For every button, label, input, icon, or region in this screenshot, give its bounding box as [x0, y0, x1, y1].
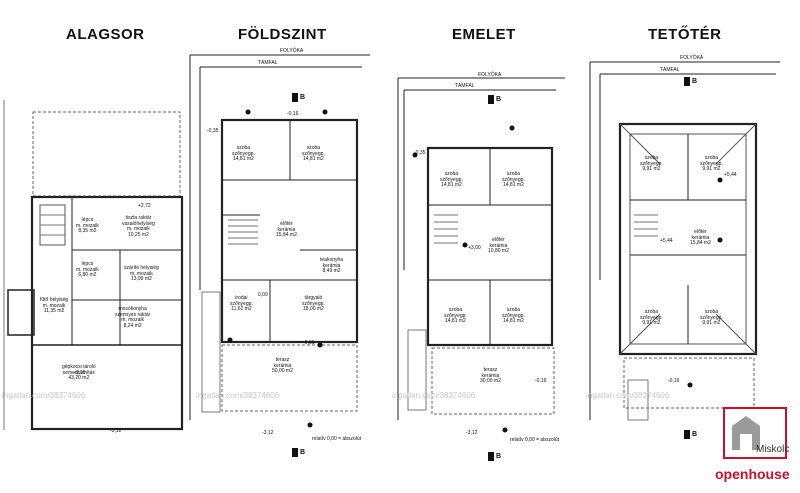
- level-mark: -3,10: [74, 370, 86, 376]
- gutter-label: FOLYÓKA: [478, 72, 502, 78]
- level-mark: -0,16: [535, 378, 547, 384]
- watermark: ingatlan.com/38374606: [196, 391, 280, 400]
- level-mark: -3,12: [262, 430, 274, 436]
- retaining-wall-label: TÁMFAL: [660, 67, 680, 73]
- section-marker: B: [496, 453, 502, 460]
- level-mark: +2,72: [138, 203, 151, 209]
- level-mark: -0,16: [287, 111, 299, 117]
- retaining-wall-label: TÁMFAL: [455, 83, 475, 89]
- level-mark: -3,12: [110, 428, 122, 434]
- title-first-floor: EMELET: [452, 26, 516, 43]
- watermark: ingatlan.com/38374606: [2, 391, 86, 400]
- level-mark: +5,44: [724, 172, 737, 178]
- level-mark: -3,12: [466, 430, 478, 436]
- section-marker: B: [692, 78, 698, 85]
- level-mark: -0,35: [414, 150, 426, 156]
- title-basement: ALAGSOR: [66, 26, 145, 43]
- title-ground-floor: FÖLDSZINT: [238, 26, 327, 43]
- section-marker: B: [692, 431, 698, 438]
- reference-note: relatív 0,00 = abszolút: [312, 436, 362, 442]
- section-marker: B: [496, 96, 502, 103]
- section-marker: B: [300, 449, 306, 456]
- retaining-wall-label: TÁMFAL: [258, 60, 278, 66]
- house-icon: [723, 407, 787, 459]
- level-mark: +3,00: [468, 245, 481, 251]
- brand-name: openhouse: [715, 466, 790, 482]
- watermark: ingatlan.com/38374606: [586, 391, 670, 400]
- level-mark: +5,44: [660, 238, 673, 244]
- level-mark: 0,00: [258, 292, 268, 298]
- watermark: ingatlan.com/38374606: [392, 391, 476, 400]
- level-mark: -0,35: [207, 128, 219, 134]
- title-attic: TETŐTÉR: [648, 26, 722, 43]
- level-mark: -0,01: [303, 340, 315, 346]
- gutter-label: FOLYÓKA: [280, 48, 304, 54]
- brand-city: Miskolc: [756, 444, 790, 455]
- openhouse-logo: Miskolc openhouse: [712, 404, 797, 490]
- reference-note: relatív 0,00 = abszolút: [510, 437, 560, 443]
- gutter-label: FOLYÓKA: [680, 55, 704, 61]
- level-mark: -0,16: [668, 378, 680, 384]
- section-marker: B: [300, 94, 306, 101]
